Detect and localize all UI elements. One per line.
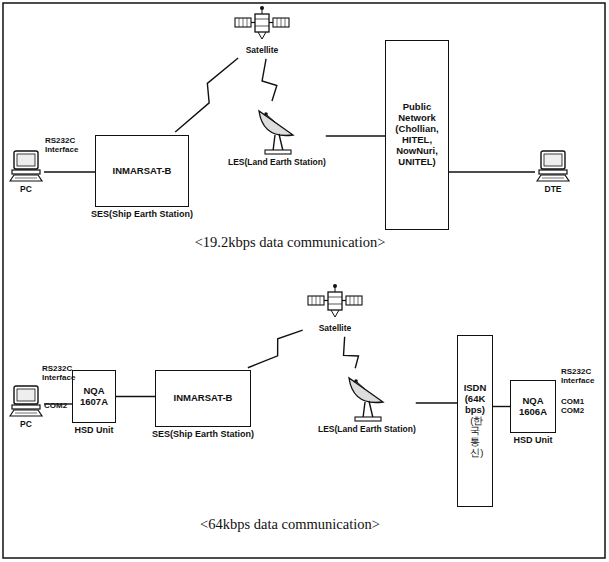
- node-label: NQA 1606A: [514, 396, 552, 418]
- cable-line: [116, 396, 155, 397]
- node-label: Satellite: [246, 45, 279, 55]
- node-label: Satellite: [319, 323, 352, 333]
- equipment-box: NQA 1606AHSD Unit: [510, 380, 556, 433]
- caption-label: HSD Unit: [514, 435, 553, 445]
- cable-line: [449, 171, 535, 172]
- equipment-box: INMARSAT-BSES(Ship Earth Station): [95, 135, 189, 207]
- node-label: (64K bps): [461, 394, 489, 416]
- computer-node: DTE: [535, 150, 571, 194]
- satellite-node: Satellite: [306, 283, 364, 333]
- computer-icon: [535, 150, 571, 182]
- satellite-icon: [306, 283, 364, 321]
- port-label: COM1 COM2: [561, 398, 591, 416]
- node-label: LES(Land Earth Station): [228, 157, 326, 167]
- node-label: Public Network: [389, 102, 445, 124]
- node-label: (Chollian, HITEL, NowNuri, UNITEL): [389, 124, 445, 168]
- radio-link: [344, 337, 359, 368]
- cable-line: [416, 402, 457, 403]
- computer-node: PC: [8, 385, 44, 429]
- earth-station-node: LES(Land Earth Station): [318, 372, 416, 434]
- satellite-node: Satellite: [233, 5, 291, 55]
- equipment-box: INMARSAT-BSES(Ship Earth Station): [155, 370, 251, 427]
- vertical-label: (한국 통신): [470, 416, 480, 460]
- earth-station-node: LES(Land Earth Station): [228, 105, 326, 167]
- node-label: LES(Land Earth Station): [318, 424, 416, 434]
- radio-link: [175, 58, 238, 132]
- port-label: RS232C Interface: [42, 365, 78, 383]
- equipment-box: Public Network(Chollian, HITEL, NowNuri,…: [385, 40, 449, 230]
- caption-label: SES(Ship Earth Station): [91, 209, 193, 219]
- port-label: RS232C Interface: [45, 137, 89, 155]
- caption-label: HSD Unit: [75, 425, 114, 435]
- computer-icon: [8, 385, 44, 417]
- caption-label: SES(Ship Earth Station): [152, 429, 254, 439]
- node-label: PC: [20, 419, 32, 429]
- computer-icon: [8, 150, 44, 182]
- node-label: DTE: [545, 184, 562, 194]
- cable-line: [493, 406, 510, 407]
- port-label: COM2: [44, 402, 74, 411]
- node-label: INMARSAT-B: [174, 393, 233, 404]
- equipment-box: NQA 1607AHSD Unit: [72, 370, 116, 423]
- frame-border: [3, 3, 605, 558]
- node-label: INMARSAT-B: [113, 166, 172, 177]
- equipment-box: ISDN(64K bps)(한국 통신): [457, 335, 493, 507]
- cable-line: [326, 135, 385, 136]
- figure-caption: <19.2kbps data communication>: [130, 234, 450, 251]
- dish-antenna-icon: [343, 372, 391, 422]
- node-label: ISDN: [464, 383, 487, 394]
- satellite-icon: [233, 5, 291, 43]
- port-label: RS232C Interface: [561, 368, 603, 386]
- node-label: PC: [20, 184, 32, 194]
- dish-antenna-icon: [253, 105, 301, 155]
- radio-link: [248, 330, 303, 368]
- figure-caption: <64kbps data communication>: [130, 516, 450, 533]
- radio-link: [262, 59, 277, 101]
- computer-node: PC: [8, 150, 44, 194]
- node-label: NQA 1607A: [76, 386, 112, 408]
- cable-line: [44, 171, 95, 172]
